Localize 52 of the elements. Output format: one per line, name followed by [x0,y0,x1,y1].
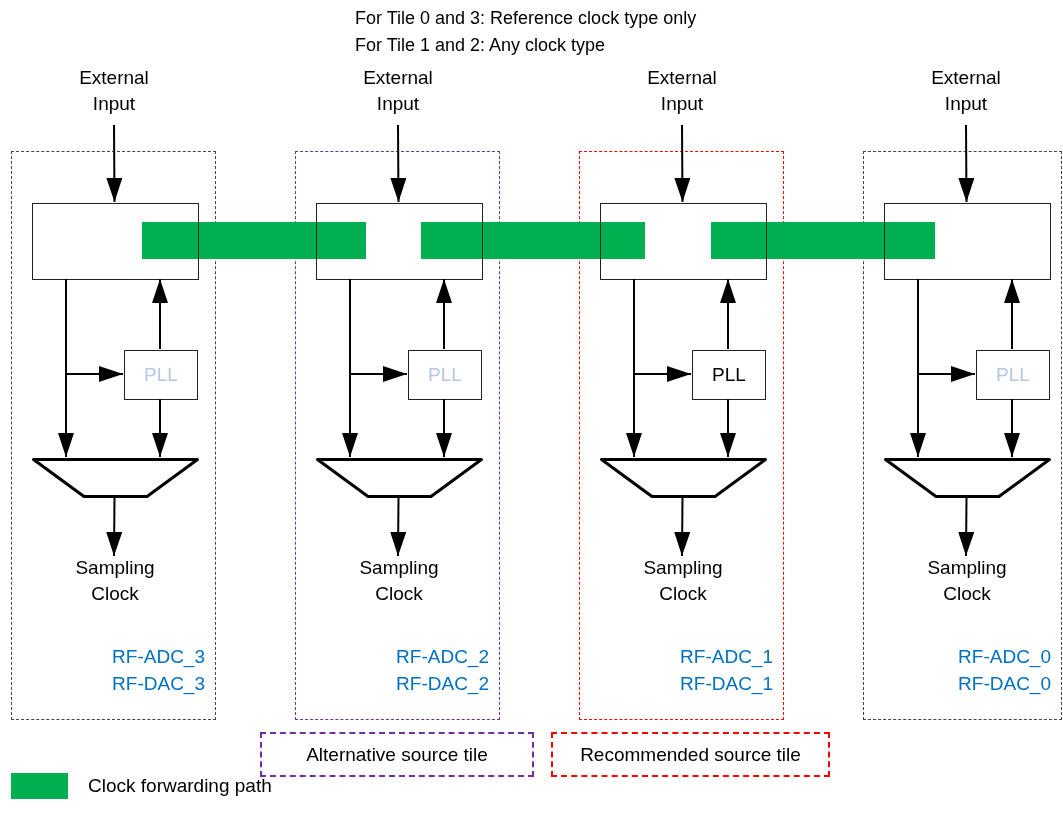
arrow [152,398,168,458]
tile-name: RF-ADC_0 [958,645,1051,670]
legend-text: Clock forwarding path [88,774,272,798]
arrow [958,496,975,557]
arrow [917,278,976,382]
clock-forwarding-bar [142,222,366,259]
legend-box: Recommended source tile [551,732,830,777]
output-label: Sampling Clock [74,556,156,606]
arrow [436,278,452,350]
tile-name: RF-DAC_2 [396,672,489,697]
arrow [106,124,123,203]
output-label: Sampling Clock [358,556,440,606]
tile-name: RF-ADC_2 [396,645,489,670]
arrow [349,278,408,382]
tile-name: RF-DAC_1 [680,672,773,697]
arrow [390,496,407,557]
pll-box: PLL [976,350,1050,400]
arrow [1004,278,1020,350]
arrow [674,124,691,203]
clock-forwarding-bar [711,222,935,259]
arrow [65,278,124,382]
legend-box: Alternative source tile [260,732,534,777]
pll-box: PLL [408,350,482,400]
tile-name: RF-DAC_0 [958,672,1051,697]
input-label: External Input [362,66,434,116]
output-label: Sampling Clock [642,556,724,606]
arrow [958,124,975,203]
arrow [720,278,736,350]
arrow [674,496,691,557]
tile-name: RF-DAC_3 [112,672,205,697]
arrow [390,124,407,203]
clock-block-box [600,203,767,280]
input-label: External Input [646,66,718,116]
arrow [106,496,123,557]
arrow [1004,398,1020,458]
tile-name: RF-ADC_3 [112,645,205,670]
output-label: Sampling Clock [926,556,1008,606]
input-label: External Input [78,66,150,116]
clock-forwarding-bar [421,222,645,259]
clock-block-box [316,203,483,280]
clock-block-box [32,203,199,280]
note-text: For Tile 1 and 2: Any clock type [355,34,606,57]
arrow [720,398,736,458]
note-text: For Tile 0 and 3: Reference clock type only [355,7,697,30]
arrow [633,278,692,382]
pll-box: PLL [692,350,766,400]
clock-block-box [884,203,1051,280]
arrow [152,278,168,350]
input-label: External Input [930,66,1002,116]
pll-box: PLL [124,350,198,400]
tile-name: RF-ADC_1 [680,645,773,670]
arrow [436,398,452,458]
